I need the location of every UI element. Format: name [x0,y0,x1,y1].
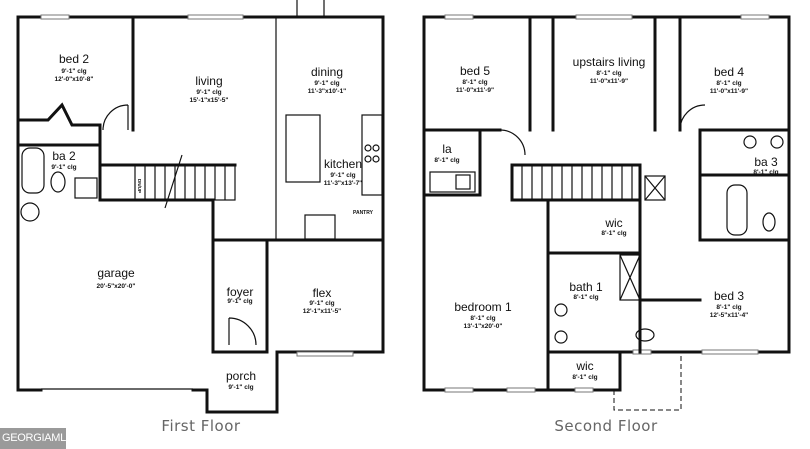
room-name-ba3: ba 3 [754,155,778,169]
shower-icon [619,254,641,301]
room-name-ba2: ba 2 [52,149,76,163]
room-size: 13'-1"x20'-0" [464,323,503,330]
room-ceiling: 8'-1" clg [573,294,598,301]
room-name-foyer: foyer [227,285,254,299]
room-size: 11'-3"x10'-1" [308,88,347,95]
room-name-porch: porch [226,369,256,383]
room-ceiling: 9'-1" clg [227,298,252,305]
georgia-mls-logo: GEORGIAMLS [0,428,73,449]
room-ceiling: 9'-1" clg [228,384,253,391]
room-ceiling: 9'-1" clg [61,68,86,75]
room-size: 11'-0"x11'-9" [710,88,748,95]
laundry-appliance [429,171,476,193]
room-ceiling: 9'-1" clg [51,164,76,171]
room-name-wic: wic [575,359,593,373]
toilet-icon [635,328,655,342]
room-ceiling: 8'-1" clg [470,315,495,322]
bathtub-icon [726,184,748,236]
first-floor-labels: bed 2 9'-1" clg 12'-0"x10'-8" living 9'-… [51,52,373,435]
room-name-bath1: bath 1 [569,280,603,294]
first-floor-plan [16,0,385,414]
room-size: 12'-1"x11'-5" [303,308,342,315]
first-floor-caption: First Floor [161,417,240,435]
room-name-upstairs-living: upstairs living [573,55,646,69]
room-ceiling: 8'-1" clg [716,304,741,311]
room-name-living: living [195,74,222,88]
toilet-icon [50,171,66,193]
room-ceiling: 9'-1" clg [196,89,221,96]
kitchen-counter [361,114,383,196]
room-size: 15'-1"x15'-5" [190,97,229,104]
room-name-la: la [442,142,452,156]
first-floor-stairs [134,154,236,209]
room-ceiling: 8'-1" clg [596,70,621,77]
room-name-bedroom1: bedroom 1 [454,300,512,314]
room-name-pantry: PANTRY [353,210,374,216]
bathtub-icon [21,147,45,194]
room-ceiling: 8'-1" clg [601,230,626,237]
room-name-dining: dining [311,65,343,79]
room-ceiling: 8'-1" clg [572,374,597,381]
attic-access-icon [644,175,666,201]
room-name-bed2: bed 2 [59,52,89,66]
room-name-kitchen: kitchen [324,157,362,171]
room-name-bed3: bed 3 [714,289,744,303]
sink-icon [74,177,98,199]
room-size: 11'-0"x11'-9" [590,78,628,85]
room-name-bed5: bed 5 [460,64,490,78]
room-name-garage: garage [97,266,135,280]
room-ceiling: 8'-1" clg [462,79,487,86]
room-name-bed4: bed 4 [714,65,744,79]
room-ceiling: 9'-1" clg [314,80,339,87]
water-heater-icon [20,202,40,222]
logo-text: GEORGIAMLS [2,432,73,444]
room-size: 12'-0"x10'-8" [55,76,94,83]
second-floor-plan [422,14,791,411]
room-ceiling: 9'-1" clg [309,300,334,307]
room-size: 11'-0"x11'-9" [456,87,494,94]
room-size: 11'-3"x13'-7" [324,180,363,187]
stairs-label: DN/UP [137,179,142,193]
room-ceiling: 8'-1" clg [753,169,778,176]
room-ceiling: 8'-1" clg [716,80,741,87]
second-floor-labels: bed 5 8'-1" clg 11'-0"x11'-9" upstairs l… [434,55,778,435]
second-floor-stairs [521,165,633,200]
room-ceiling: 9'-1" clg [330,172,355,179]
room-size: 12'-5"x11'-4" [710,312,749,319]
first-floor-exterior-wall [16,15,385,414]
room-ceiling: 8'-1" clg [434,157,459,164]
room-name-flex: flex [313,286,332,300]
room-name-wic: wic [604,216,622,230]
room-size: 20'-5"x20'-0" [97,283,136,290]
second-floor-caption: Second Floor [554,417,658,435]
kitchen-island [285,114,321,183]
